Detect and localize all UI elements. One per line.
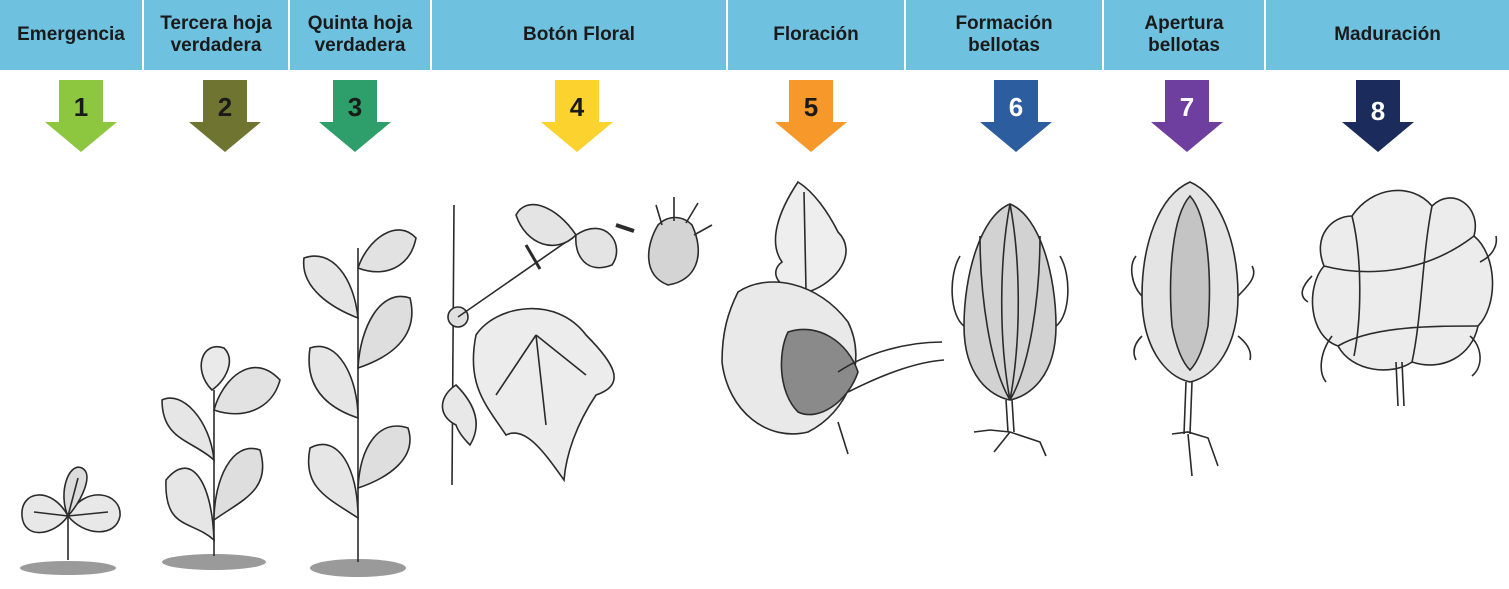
open-cotton-boll-drawing xyxy=(1302,176,1502,416)
stage-6-title: Formación bellotas xyxy=(906,0,1102,70)
stage-7-arrow: 7 xyxy=(1151,80,1223,152)
stem-with-flower-bud-drawing xyxy=(436,185,726,495)
stage-1-title: Emergencia xyxy=(0,0,142,70)
cotton-flower-drawing xyxy=(718,172,948,462)
stage-4-arrow: 4 xyxy=(541,80,613,152)
stage-8-arrow: 8 xyxy=(1342,80,1414,152)
plant-five-leaves-drawing xyxy=(298,218,433,586)
stage-5-number: 5 xyxy=(804,92,818,122)
stage-2-title: Tercera hoja verdadera xyxy=(144,0,288,70)
stage-7-title: Apertura bellotas xyxy=(1104,0,1264,70)
stage-8-title: Maduración xyxy=(1266,0,1509,70)
stage-1-number: 1 xyxy=(74,92,88,122)
stage-5-arrow: 5 xyxy=(775,80,847,152)
stage-6-number: 6 xyxy=(1009,92,1023,122)
stage-4-title: Botón Floral xyxy=(432,0,726,70)
opening-boll-drawing xyxy=(1128,176,1260,492)
stage-3-arrow: 3 xyxy=(319,80,391,152)
stage-3-title: Quinta hoja verdadera xyxy=(290,0,430,70)
stage-2-number: 2 xyxy=(218,92,232,122)
developing-boll-drawing xyxy=(950,196,1070,456)
stage-6-arrow: 6 xyxy=(980,80,1052,152)
stage-5-title: Floración xyxy=(728,0,904,70)
stage-2-arrow: 2 xyxy=(189,80,261,152)
stage-header-bar: Emergencia Tercera hoja verdadera Quinta… xyxy=(0,0,1509,70)
stage-8-number: 8 xyxy=(1371,96,1385,126)
young-plant-three-leaves-drawing xyxy=(152,330,292,580)
stage-1-arrow: 1 xyxy=(45,80,117,152)
stage-4-number: 4 xyxy=(570,92,585,122)
seedling-cotyledons-drawing xyxy=(12,408,132,583)
stage-3-number: 3 xyxy=(348,92,362,122)
stage-7-number: 7 xyxy=(1180,92,1194,122)
